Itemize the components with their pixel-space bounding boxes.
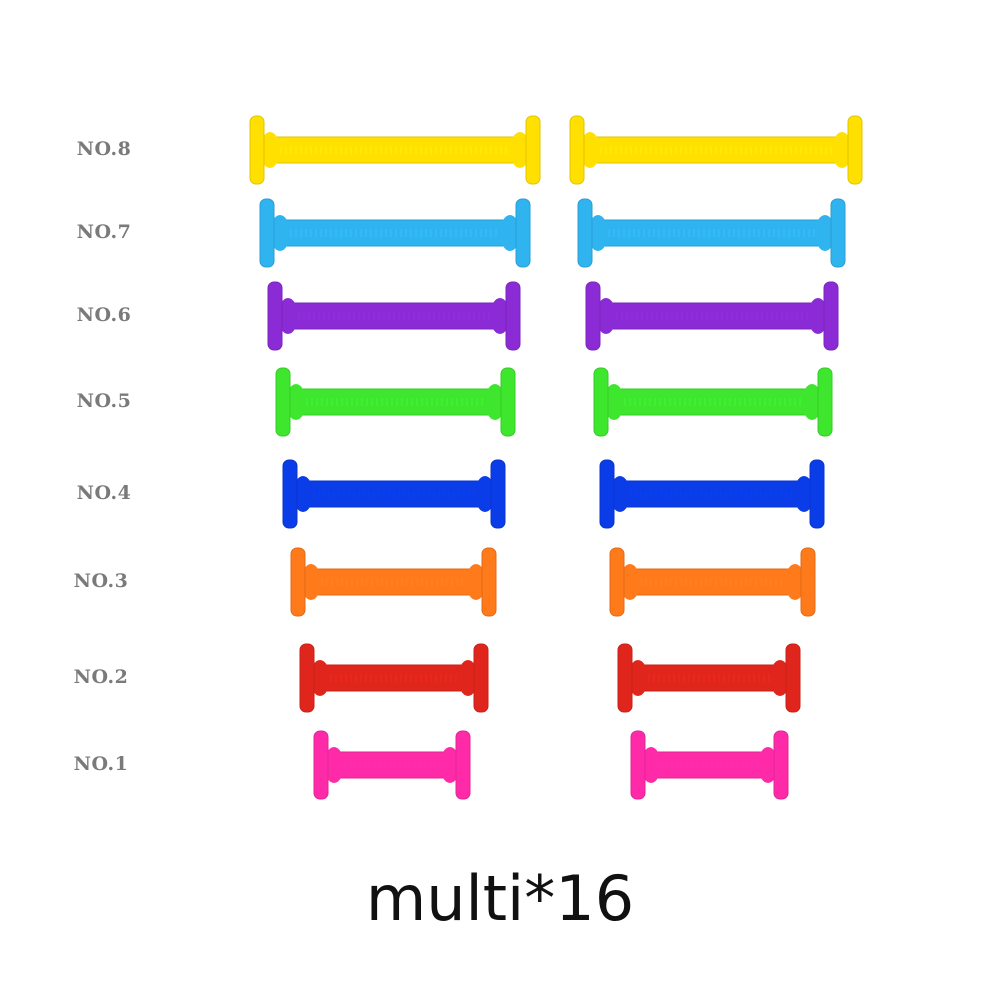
shoelace-left <box>267 281 521 351</box>
size-label: NO.2 <box>73 666 129 688</box>
shoelace-left <box>290 547 497 617</box>
shoelace-right <box>577 198 846 268</box>
shoelace-right <box>599 459 825 529</box>
shoelace-right <box>617 643 801 713</box>
size-label: NO.6 <box>76 304 132 326</box>
size-label: NO.8 <box>76 138 132 160</box>
quantity-caption: multi*16 <box>365 862 635 935</box>
shoelace-left <box>259 198 531 268</box>
shoelace-right <box>569 115 863 185</box>
size-label: NO.4 <box>76 482 132 504</box>
size-label: NO.1 <box>73 753 129 775</box>
size-label: NO.7 <box>76 221 132 243</box>
shoelace-left <box>275 367 516 437</box>
shoelace-right <box>630 730 789 800</box>
shoelace-left <box>313 730 471 800</box>
shoelace-left <box>282 459 506 529</box>
shoelace-right <box>585 281 839 351</box>
size-label: NO.3 <box>73 570 129 592</box>
shoelace-right <box>609 547 816 617</box>
shoelace-left <box>249 115 541 185</box>
shoelace-right <box>593 367 833 437</box>
size-label: NO.5 <box>76 390 132 412</box>
shoelace-left <box>299 643 489 713</box>
